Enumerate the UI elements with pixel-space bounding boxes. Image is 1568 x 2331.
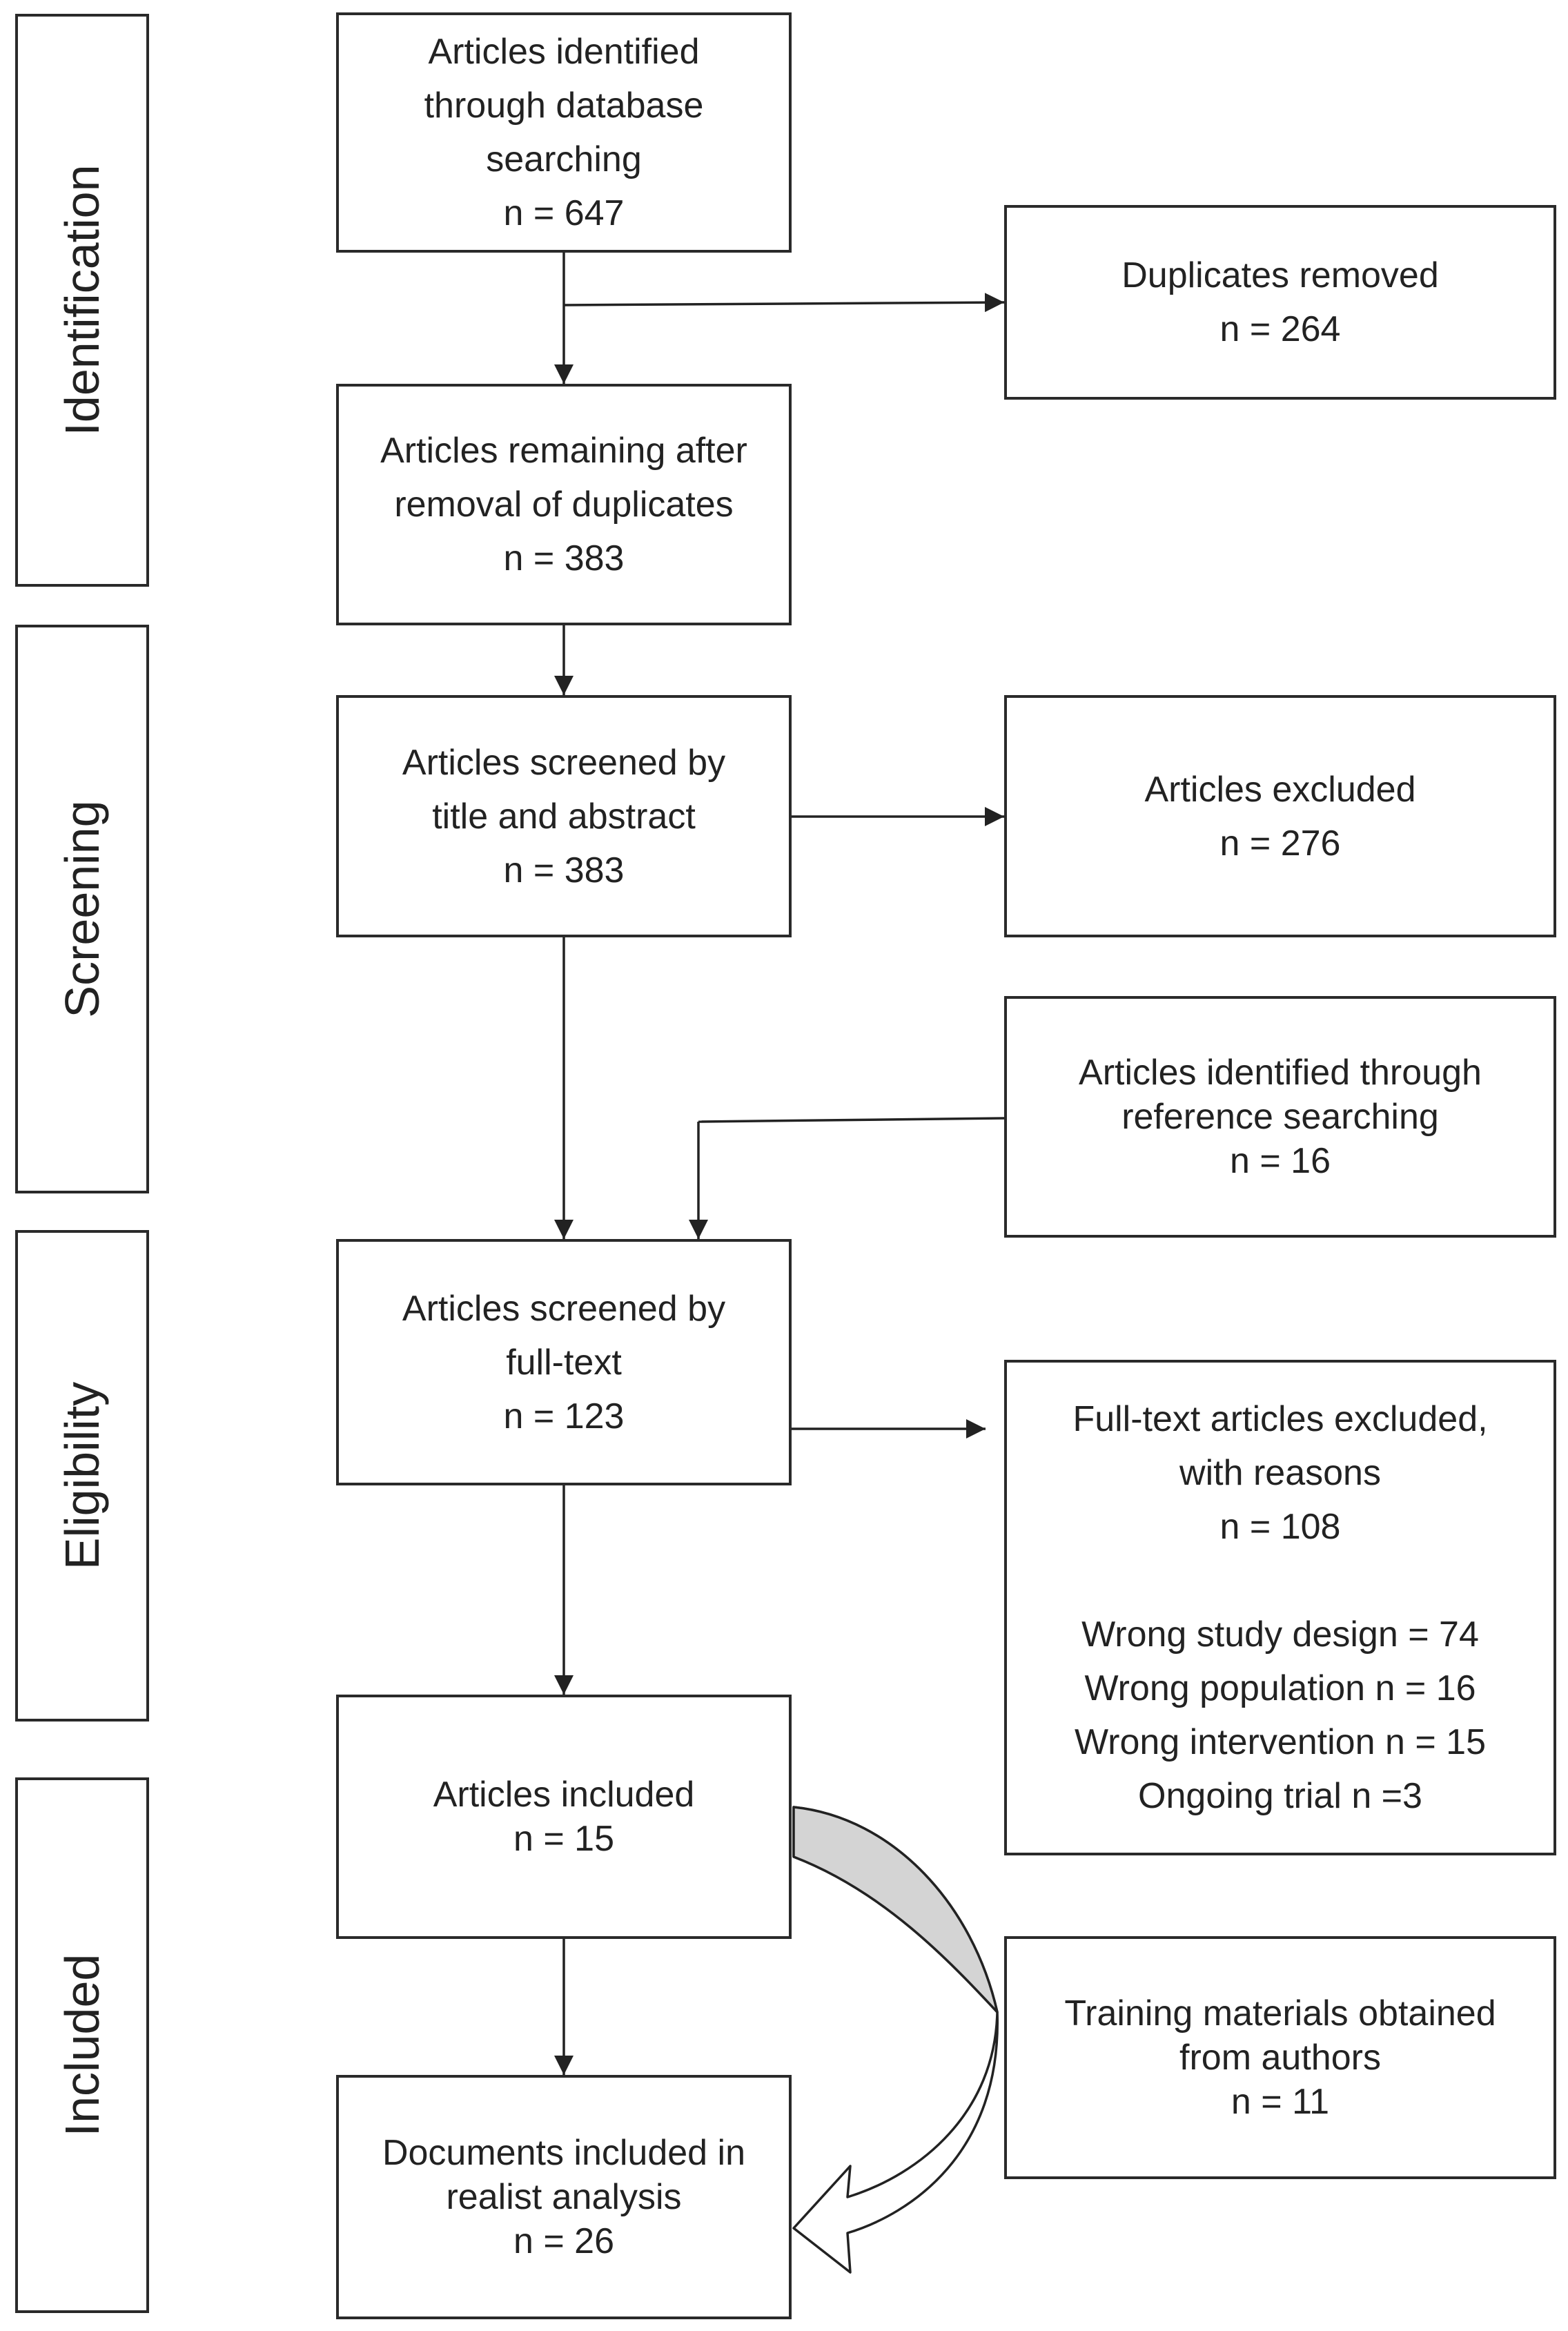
- box-line: Articles screened by: [402, 1288, 726, 1329]
- box-reference-search: Articles identified through reference se…: [1004, 996, 1556, 1238]
- box-excluded: Articles excluded n = 276: [1004, 695, 1556, 937]
- box-line: from authors: [1179, 2038, 1381, 2078]
- exclusion-reason: Wrong study design = 74: [1081, 1615, 1479, 1655]
- box-count: n = 108: [1219, 1507, 1341, 1547]
- box-database-search: Articles identified through database sea…: [336, 12, 792, 253]
- stage-eligibility: Eligibility: [15, 1230, 149, 1722]
- box-line: Articles identified: [428, 32, 700, 72]
- box-count: n = 11: [1231, 2082, 1330, 2122]
- box-line: through database: [424, 86, 704, 126]
- box-realist-analysis: Documents included in realist analysis n…: [336, 2075, 792, 2319]
- box-count: n = 383: [503, 538, 625, 578]
- box-line: searching: [486, 139, 642, 179]
- box-line: Articles remaining after: [380, 431, 747, 471]
- box-line: Duplicates removed: [1121, 255, 1439, 295]
- box-count: n = 123: [503, 1396, 625, 1436]
- box-after-duplicates: Articles remaining after removal of dupl…: [336, 384, 792, 625]
- box-count: n = 383: [503, 850, 625, 890]
- box-full-text: Articles screened by full-text n = 123: [336, 1239, 792, 1485]
- exclusion-reason: Wrong population n = 16: [1084, 1668, 1476, 1708]
- exclusion-reason: Wrong intervention n = 15: [1075, 1722, 1486, 1762]
- box-count: n = 647: [503, 193, 625, 233]
- curved-flow-arrow-shading: [792, 1806, 999, 2013]
- box-training-materials: Training materials obtained from authors…: [1004, 1936, 1556, 2179]
- arrow-to-duplicates-removed: [563, 293, 1005, 313]
- box-duplicates-removed: Duplicates removed n = 264: [1004, 205, 1556, 400]
- box-count: n = 26: [513, 2221, 615, 2261]
- box-count: n = 264: [1219, 309, 1341, 349]
- box-line: Documents included in: [382, 2133, 746, 2173]
- box-included: Articles included n = 15: [336, 1695, 792, 1939]
- box-line: Full-text articles excluded,: [1072, 1399, 1488, 1439]
- box-full-text-excluded: Full-text articles excluded, with reason…: [1004, 1360, 1556, 1855]
- box-line: full-text: [506, 1342, 622, 1383]
- box-title-abstract: Articles screened by title and abstract …: [336, 695, 792, 937]
- box-line: Articles screened by: [402, 742, 726, 783]
- box-count: n = 15: [513, 1819, 615, 1859]
- box-line: reference searching: [1121, 1097, 1439, 1137]
- stage-included: Included: [15, 1777, 149, 2313]
- stage-identification: Identification: [15, 14, 149, 587]
- box-line: realist analysis: [446, 2177, 682, 2217]
- box-line: title and abstract: [432, 796, 696, 837]
- box-count: n = 16: [1229, 1141, 1331, 1181]
- box-count: n = 276: [1219, 823, 1341, 864]
- arrow-from-reference-search: [698, 1117, 1005, 1123]
- stage-screening: Screening: [15, 625, 149, 1193]
- box-line: Articles identified through: [1079, 1053, 1482, 1093]
- box-line: Articles included: [433, 1775, 695, 1815]
- box-line: removal of duplicates: [394, 485, 734, 525]
- box-line: Training materials obtained: [1064, 1993, 1496, 2033]
- box-line: with reasons: [1179, 1453, 1381, 1493]
- exclusion-reason: Ongoing trial n =3: [1138, 1776, 1422, 1816]
- box-line: Articles excluded: [1144, 769, 1416, 810]
